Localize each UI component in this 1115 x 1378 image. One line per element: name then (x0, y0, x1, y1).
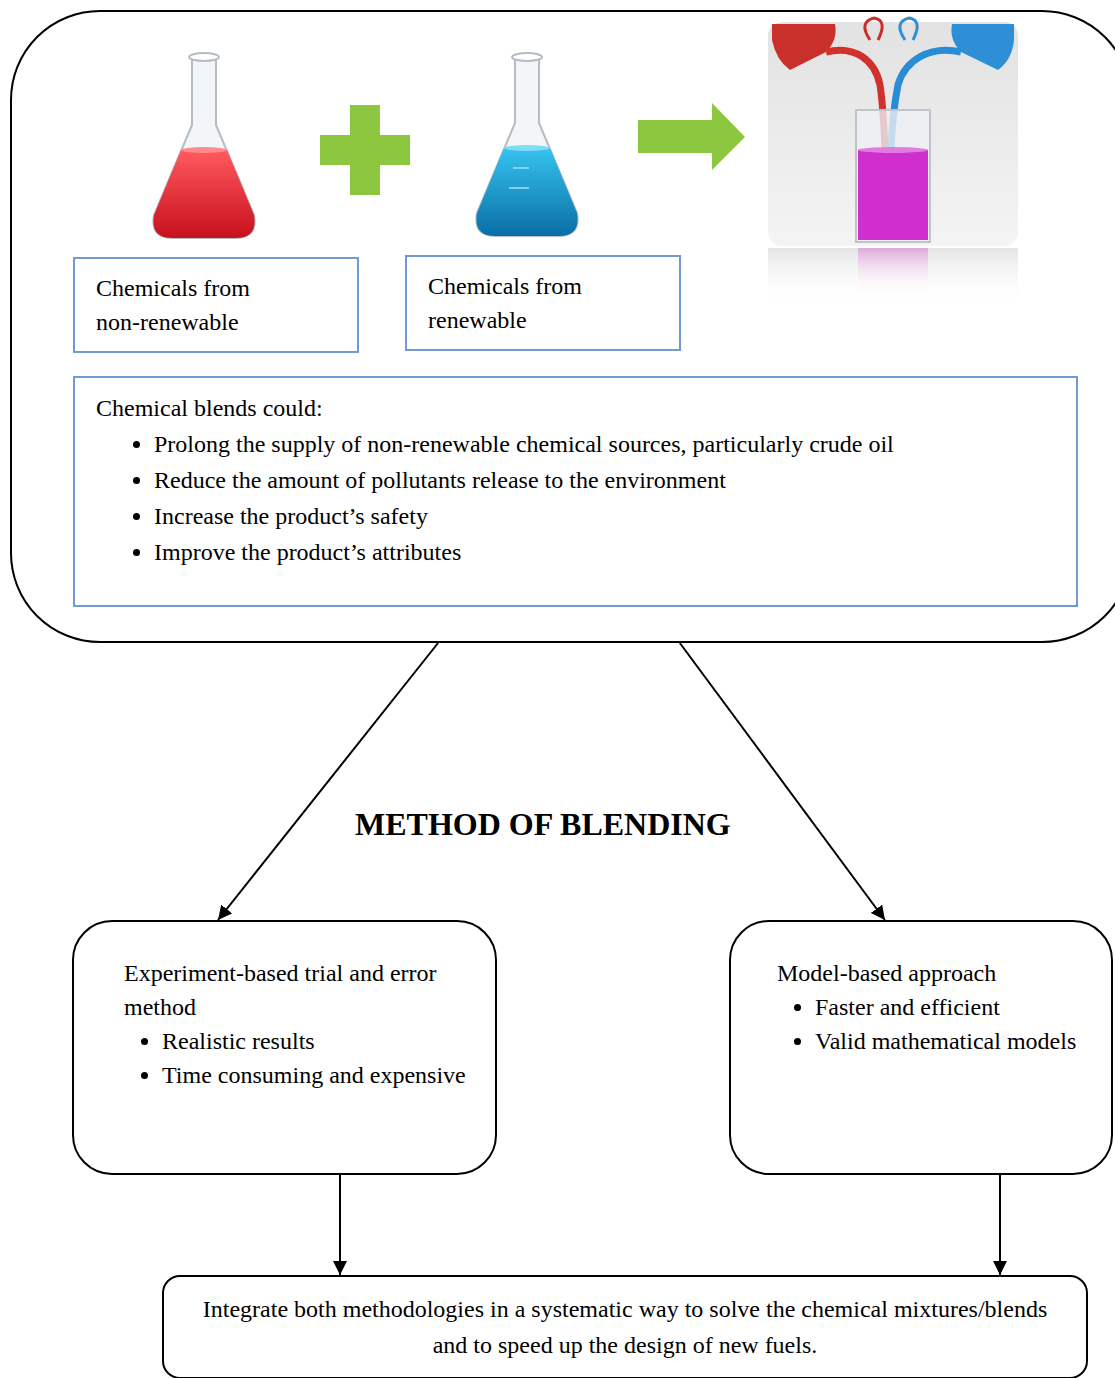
mixing-photo (768, 18, 1018, 306)
source-box: Chemicals from renewable (405, 255, 681, 351)
bullet-text: Reduce the amount of pollutants release … (154, 462, 1056, 498)
result-arrow (638, 103, 745, 170)
bullet-text: Realistic results (162, 1024, 475, 1058)
flow-arrow (339, 1175, 341, 1275)
heading-text: Model-based approach (777, 956, 1097, 990)
bullet-list: Faster and efficientValid mathematical m… (777, 990, 1097, 1058)
heading-text: Chemical blends could: (96, 390, 1056, 426)
method-box: Experiment-based trial and error methodR… (72, 920, 497, 1175)
plus-sign (320, 105, 410, 195)
flow-arrow (680, 643, 885, 920)
method-box: Model-based approachFaster and efficient… (729, 920, 1113, 1175)
bullet-text: Increase the product’s safety (154, 498, 1056, 534)
red-flask (153, 53, 254, 238)
heading-text: Experiment-based trial and error method (124, 956, 475, 1024)
source-box: Chemicals from non-renewable (73, 257, 359, 353)
flow-arrow (218, 643, 438, 920)
bullet-text: Valid mathematical models (815, 1024, 1097, 1058)
flow-arrow (999, 1175, 1001, 1275)
section-heading: METHOD OF BLENDING (352, 806, 734, 843)
bullet-text: Improve the product’s attributes (154, 534, 1056, 570)
bullet-text: Faster and efficient (815, 990, 1097, 1024)
bullet-text: Time consuming and expensive (162, 1058, 475, 1092)
box-text: Chemicals from non-renewable (96, 271, 292, 339)
bullet-list: Prolong the supply of non-renewable chem… (96, 426, 1056, 570)
bullet-text: Prolong the supply of non-renewable chem… (154, 426, 1056, 462)
benefits-box: Chemical blends could:Prolong the supply… (73, 376, 1078, 607)
box-text: Chemicals from renewable (428, 269, 644, 337)
bullet-list: Realistic resultsTime consuming and expe… (124, 1024, 475, 1092)
blue-flask (476, 53, 577, 236)
box-text: Integrate both methodologies in a system… (194, 1291, 1056, 1363)
outer-panel: Chemicals from non-renewable Chemicals fr… (10, 10, 1115, 643)
conclusion-box: Integrate both methodologies in a system… (162, 1275, 1088, 1378)
